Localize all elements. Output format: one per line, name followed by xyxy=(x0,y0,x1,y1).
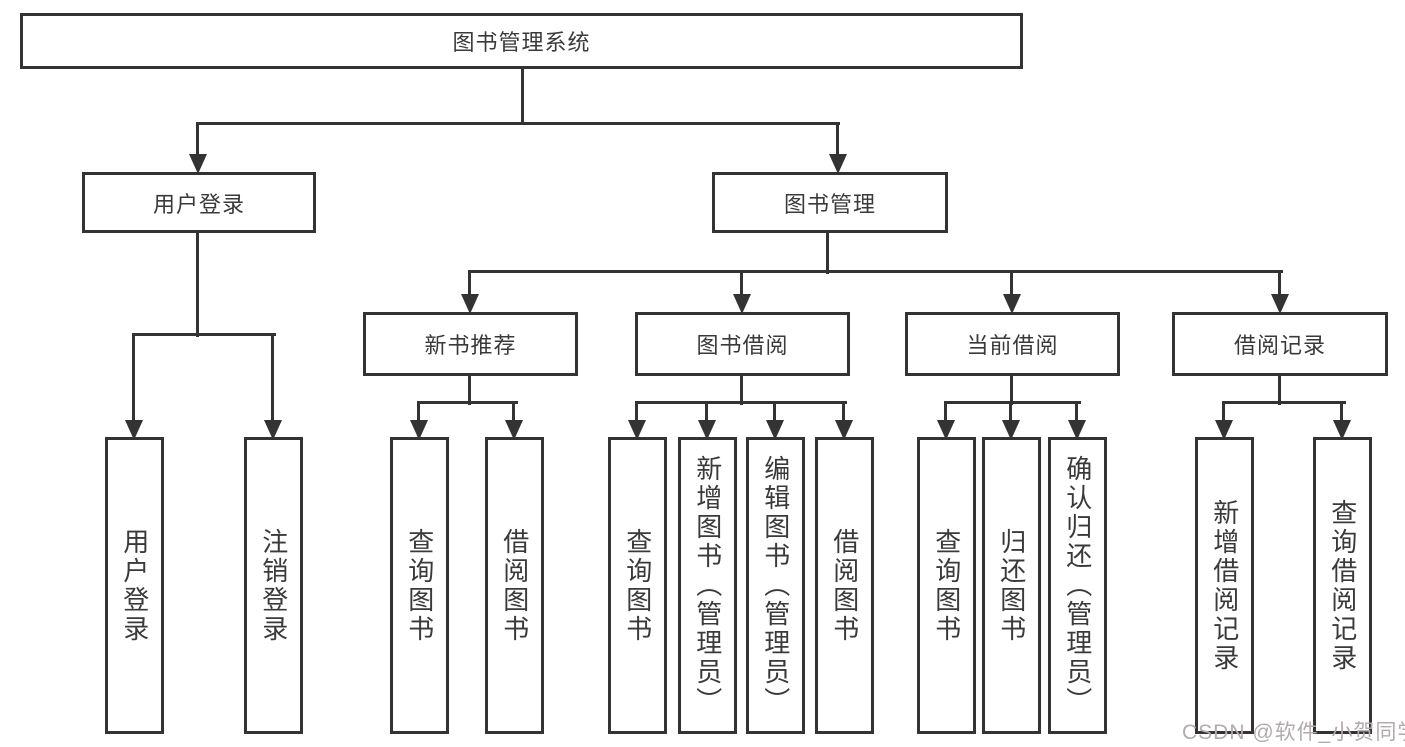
connector-line xyxy=(1010,373,1013,405)
node-label: 图书管理 xyxy=(783,191,876,217)
node-label: 新增图书（管理员） xyxy=(692,455,723,716)
node-label: 借阅记录 xyxy=(1233,333,1326,358)
connector-line xyxy=(740,270,743,296)
watermark-text: CSDN @软件_小贺同学 xyxy=(1182,721,1405,744)
arrow-down-icon xyxy=(505,420,523,440)
connector-line xyxy=(1222,401,1346,404)
connector-line xyxy=(944,401,1081,404)
connector-line xyxy=(132,333,135,421)
node-label: 新书推荐 xyxy=(424,333,517,358)
connector-line xyxy=(836,122,839,156)
node-user-login: 用户登录 xyxy=(82,172,316,233)
connector-line xyxy=(1278,373,1281,405)
arrow-down-icon xyxy=(1002,420,1020,440)
leaf-add-borrow-record: 新增借阅记录 xyxy=(1195,437,1254,734)
arrow-down-icon xyxy=(835,420,853,440)
node-label: 借阅图书 xyxy=(829,527,860,644)
connector-line xyxy=(521,69,524,124)
arrow-down-icon xyxy=(829,154,847,174)
leaf-borrow-books: 借阅图书 xyxy=(815,437,874,734)
arrow-down-icon xyxy=(410,420,428,440)
connector-line xyxy=(1009,401,1012,421)
node-label: 用户登录 xyxy=(119,527,150,644)
connector-line xyxy=(271,333,274,421)
node-current-borrowing: 当前借阅 xyxy=(905,312,1120,376)
leaf-user-login: 用户登录 xyxy=(105,437,164,734)
connector-line xyxy=(944,401,947,421)
node-label: 查询图书 xyxy=(931,527,962,644)
node-book-management: 图书管理 xyxy=(712,172,948,233)
connector-line xyxy=(1278,270,1281,296)
arrow-down-icon xyxy=(189,154,207,174)
connector-line xyxy=(635,401,638,421)
leaf-query-borrow-record: 查询借阅记录 xyxy=(1313,437,1372,734)
arrow-down-icon xyxy=(264,420,282,440)
connector-line xyxy=(1075,401,1078,421)
connector-line xyxy=(417,401,518,404)
connector-line xyxy=(512,401,515,421)
node-label: 用户登录 xyxy=(152,191,245,217)
arrow-down-icon xyxy=(1333,420,1351,440)
node-label: 图书借阅 xyxy=(696,333,789,358)
node-label: 借阅图书 xyxy=(499,527,530,644)
connector-line xyxy=(842,401,845,421)
node-borrowing-records: 借阅记录 xyxy=(1172,312,1388,376)
connector-line xyxy=(196,122,840,125)
connector-line xyxy=(1340,401,1343,421)
leaf-query-books-borrow: 查询图书 xyxy=(608,437,667,734)
connector-line xyxy=(196,230,199,337)
connector-line xyxy=(196,122,199,156)
connector-line xyxy=(635,401,847,404)
leaf-edit-books-admin: 编辑图书（管理员） xyxy=(746,437,805,734)
arrow-down-icon xyxy=(733,294,751,314)
connector-line xyxy=(468,270,471,296)
node-label: 编辑图书（管理员） xyxy=(760,455,791,716)
leaf-return-books: 归还图书 xyxy=(982,437,1041,734)
connector-line xyxy=(1010,270,1013,296)
connector-line xyxy=(468,270,1283,273)
node-library-system: 图书管理系统 xyxy=(20,13,1023,69)
arrow-down-icon xyxy=(125,420,143,440)
arrow-down-icon xyxy=(1215,420,1233,440)
arrow-down-icon xyxy=(1271,294,1289,314)
connector-line xyxy=(773,401,776,421)
node-book-borrowing: 图书借阅 xyxy=(635,312,850,376)
arrow-down-icon xyxy=(766,420,784,440)
leaf-query-books-current: 查询图书 xyxy=(917,437,976,734)
node-label: 新增借阅记录 xyxy=(1209,498,1240,673)
connector-line xyxy=(740,373,743,405)
connector-line xyxy=(132,333,276,336)
leaf-query-books-recommend: 查询图书 xyxy=(390,437,449,734)
leaf-confirm-return-admin: 确认归还（管理员） xyxy=(1048,437,1107,734)
node-label: 查询图书 xyxy=(404,527,435,644)
leaf-logout: 注销登录 xyxy=(244,437,303,734)
leaf-borrow-books-recommend: 借阅图书 xyxy=(485,437,544,734)
node-label: 注销登录 xyxy=(258,527,289,644)
node-label: 图书管理系统 xyxy=(452,30,591,55)
arrow-down-icon xyxy=(1068,420,1086,440)
arrow-down-icon xyxy=(698,420,716,440)
node-label: 确认归还（管理员） xyxy=(1062,455,1093,716)
arrow-down-icon xyxy=(1003,294,1021,314)
connector-line xyxy=(417,401,420,421)
node-label: 查询图书 xyxy=(622,527,653,644)
arrow-down-icon xyxy=(628,420,646,440)
node-label: 当前借阅 xyxy=(966,333,1059,358)
connector-line xyxy=(468,373,471,405)
connector-line xyxy=(826,230,829,274)
connector-line xyxy=(705,401,708,421)
connector-line xyxy=(1222,401,1225,421)
arrow-down-icon xyxy=(937,420,955,440)
node-new-book-recommend: 新书推荐 xyxy=(363,312,578,376)
arrow-down-icon xyxy=(461,294,479,314)
leaf-add-books-admin: 新增图书（管理员） xyxy=(678,437,737,734)
node-label: 查询借阅记录 xyxy=(1327,498,1358,673)
node-label: 归还图书 xyxy=(996,527,1027,644)
